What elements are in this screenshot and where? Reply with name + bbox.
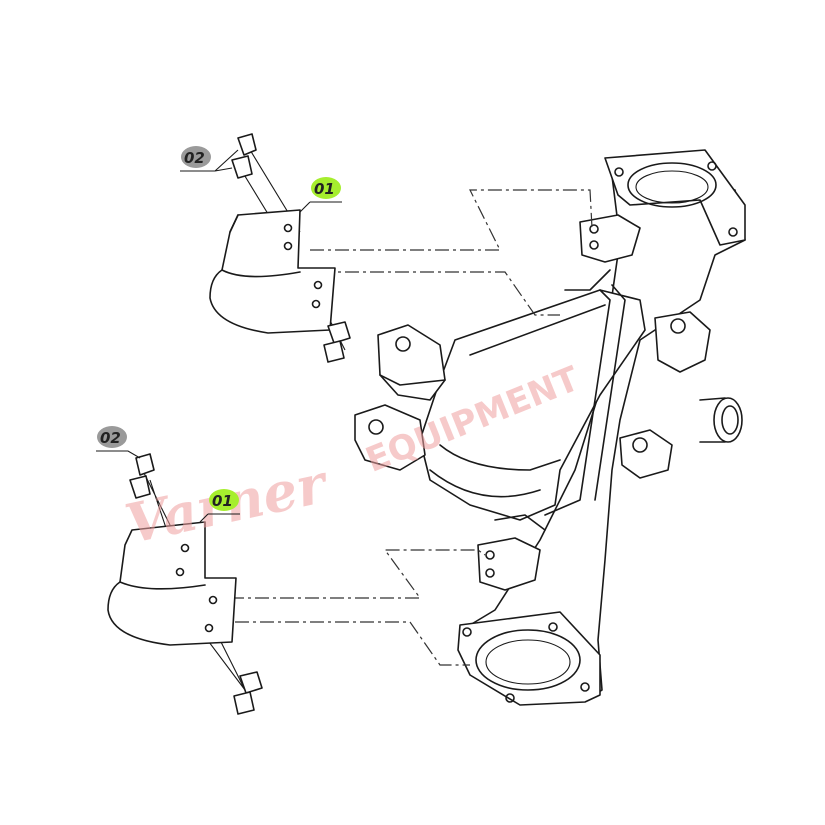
shield-bracket-top [209, 209, 336, 334]
callout-top-bolts: 02 [180, 146, 239, 172]
shield-bracket-bottom [107, 521, 237, 646]
callout-bottom-bracket: 01 [199, 489, 240, 523]
callout-top-bracket-label: 01 [314, 180, 335, 198]
callout-bottom-bolts: 02 [96, 426, 141, 459]
bolts-bottom [129, 453, 263, 715]
callout-top-bracket: 01 [299, 177, 342, 213]
axle-housing [354, 149, 746, 706]
callout-bottom-bolts-label: 02 [100, 429, 121, 447]
bolts-top [231, 133, 351, 363]
callout-bottom-bracket-label: 01 [212, 492, 233, 510]
callout-top-bolts-label: 02 [184, 149, 205, 167]
